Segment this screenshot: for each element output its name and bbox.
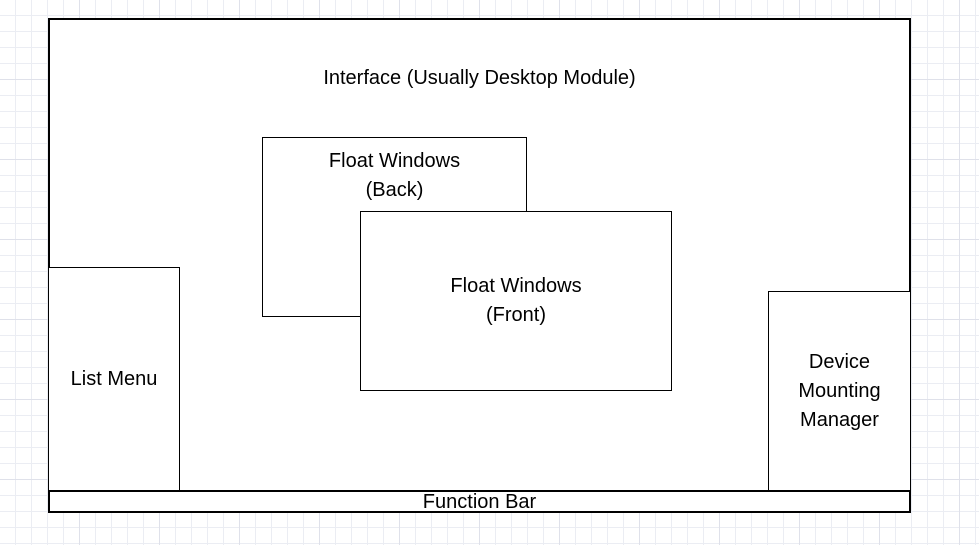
- node-device-mounting-manager[interactable]: Device Mounting Manager: [768, 291, 911, 491]
- node-float-windows-front[interactable]: Float Windows (Front): [360, 211, 672, 391]
- node-float-windows-front-label: Float Windows (Front): [450, 272, 581, 330]
- label-line: Float Windows: [328, 150, 461, 172]
- node-function-bar[interactable]: Function Bar: [48, 490, 911, 513]
- node-float-windows-back-label: Float Windows (Back): [263, 138, 526, 205]
- label-line: Mounting: [798, 379, 881, 402]
- label-line: (Front): [486, 304, 546, 326]
- label-line: Device: [808, 350, 871, 373]
- label-line: (Back): [365, 179, 424, 201]
- label-line: Manager: [800, 408, 879, 431]
- node-device-mounting-manager-label: Device Mounting Manager: [798, 348, 880, 435]
- node-interface-label: Interface (Usually Desktop Module): [323, 67, 636, 89]
- node-list-menu[interactable]: List Menu: [48, 267, 180, 491]
- node-function-bar-label: Function Bar: [422, 490, 537, 513]
- label-line: Float Windows: [450, 275, 582, 297]
- node-list-menu-label: List Menu: [70, 367, 158, 390]
